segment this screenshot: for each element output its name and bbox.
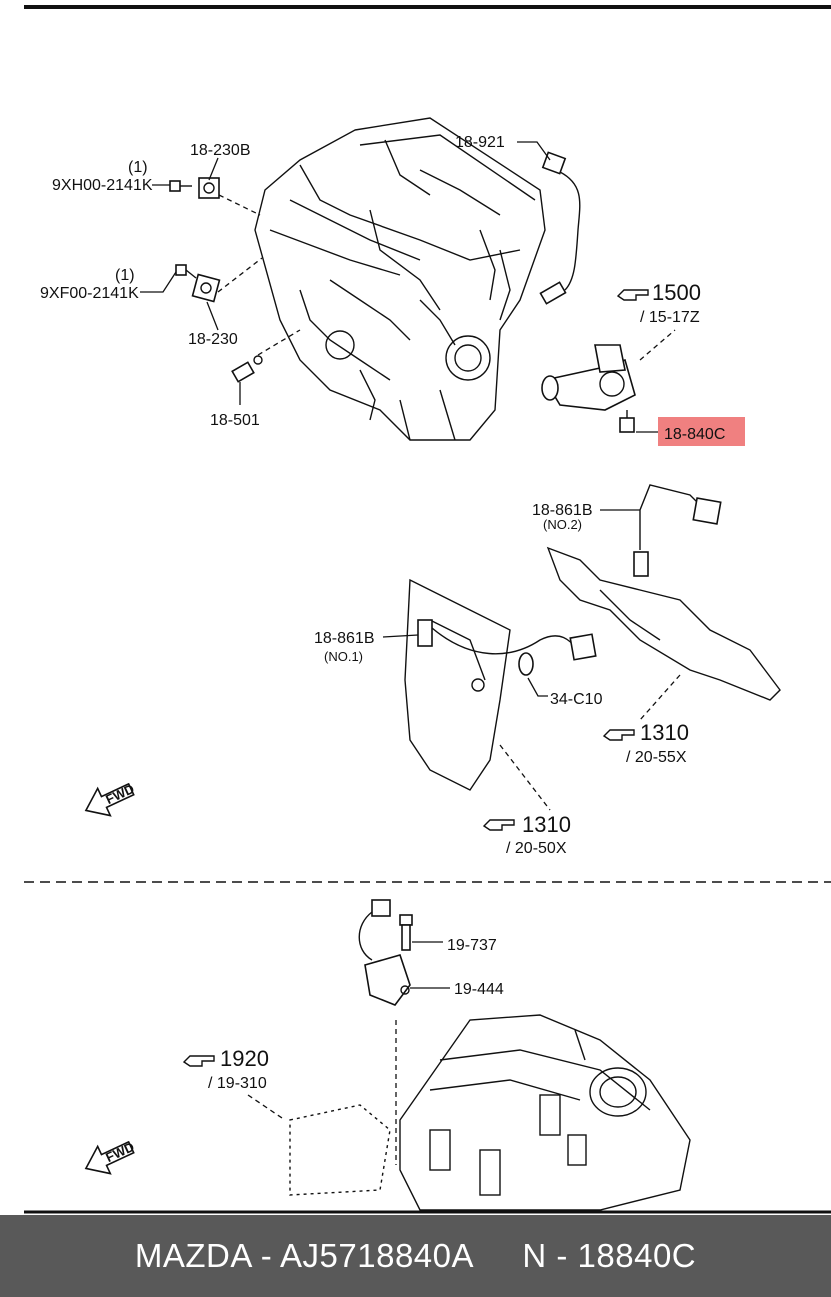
engine-drawing	[254, 117, 546, 441]
o2-sensor-no1	[417, 619, 597, 692]
callout-18-501: 18-501	[210, 412, 260, 429]
footer-bar: MAZDA - AJ5718840A N - 18840C	[0, 1215, 831, 1297]
callout-qty-1b: (1)	[115, 267, 135, 284]
ref-1500-label: 1500	[652, 280, 701, 305]
hand-pointer-icon	[482, 819, 515, 831]
hand-pointer-icon	[182, 1055, 215, 1067]
exhaust-manifold-front	[404, 578, 511, 791]
bolt-19-737	[399, 914, 413, 951]
sensor-18-840C	[619, 410, 635, 433]
ref-1310-a-sub: / 20-55X	[626, 749, 687, 766]
callout-9XH00-2141K: 9XH00-2141K	[52, 177, 153, 194]
inhibitor-switch	[358, 899, 411, 1006]
callout-18-861B-no1-sub: (NO.1)	[324, 649, 363, 664]
footer-part-number: MAZDA - AJ5718840A	[134, 1237, 475, 1274]
thermostat-housing	[541, 329, 676, 411]
exhaust-manifold-rear	[546, 546, 781, 701]
footer-ref: N - 18840C	[522, 1237, 697, 1274]
callout-18-840C: 18-840C	[664, 426, 725, 443]
ref-1920-sub: / 19-310	[208, 1075, 267, 1092]
callout-9XF00-2141K: 9XF00-2141K	[40, 285, 139, 302]
svg-text:FWD: FWD	[103, 1139, 136, 1165]
ref-1310-b-label: 1310	[522, 812, 571, 837]
hand-pointer-icon	[602, 729, 635, 741]
ref-1500: 1500 / 15-17Z	[616, 280, 701, 326]
ref-1310-b: 1310 / 20-50X	[482, 812, 571, 857]
ref-1310-b-sub: / 20-50X	[506, 840, 567, 857]
callout-18-921: 18-921	[455, 134, 505, 151]
fwd-arrow-icon: FWD	[84, 1139, 137, 1175]
sensor-18-921	[539, 151, 581, 305]
callout-19-444: 19-444	[454, 981, 504, 998]
ref-1310-a: 1310 / 20-55X	[602, 720, 689, 766]
callout-18-861B-no1: 18-861B	[314, 630, 375, 647]
footer-spacer	[474, 1237, 522, 1275]
sensor-18-501	[231, 329, 301, 383]
callout-34-C10: 34-C10	[550, 691, 603, 708]
bolt-9XF00	[175, 264, 197, 279]
sensor-18-230	[191, 257, 263, 303]
callout-18-230B: 18-230B	[190, 142, 251, 159]
o2-sensor-no2	[633, 484, 722, 577]
ref-1920-label: 1920	[220, 1046, 269, 1071]
sensor-18-230B	[198, 177, 261, 216]
callout-qty-1a: (1)	[128, 159, 148, 176]
callout-18-230: 18-230	[188, 331, 238, 348]
highlight-box	[658, 417, 745, 446]
transmission-drawing	[289, 1014, 691, 1211]
ref-1310-a-label: 1310	[640, 720, 689, 745]
bolt-9XH00	[169, 180, 192, 192]
hand-pointer-icon	[616, 289, 649, 301]
callout-19-737: 19-737	[447, 937, 497, 954]
callout-18-861B-no2-sub: (NO.2)	[543, 517, 582, 532]
svg-text:FWD: FWD	[103, 781, 136, 807]
gasket-34-C10	[518, 652, 534, 676]
ref-1920: 1920 / 19-310	[182, 1046, 269, 1092]
ref-1500-sub: / 15-17Z	[640, 309, 700, 326]
callout-18-861B-no2: 18-861B	[532, 502, 593, 519]
fwd-arrow-icon: FWD	[84, 781, 137, 817]
